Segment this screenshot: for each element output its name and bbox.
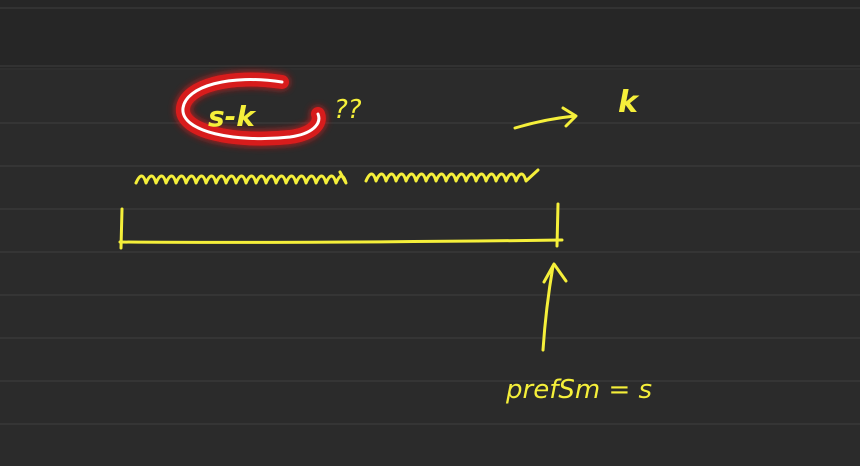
squiggle-underline-right [364,168,540,183]
segment-bar [118,202,564,250]
highlight-loop [176,72,326,146]
squiggle-underline-left [134,170,348,185]
ruled-lines [0,7,860,425]
segment-line [118,238,564,244]
bottom-label: prefSm = s [505,375,652,405]
right-arrow-icon [513,106,578,130]
up-arrow-icon [541,262,568,352]
right-label-k: k [618,85,640,120]
top-band [0,0,860,70]
highlighted-expression: s-k [208,100,257,133]
segment-right-tick [555,202,560,248]
question-marks: ?? [334,95,362,125]
